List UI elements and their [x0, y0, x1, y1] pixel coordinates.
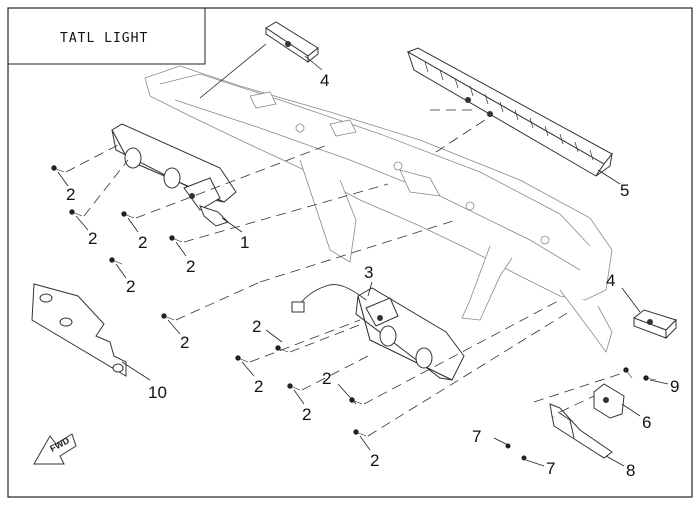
- diagram-title: TATL LIGHT: [60, 31, 148, 46]
- callout-2: 2: [252, 317, 261, 336]
- callout-7: 7: [472, 427, 481, 446]
- callout-labels: 4 5 2 2 2 2 1 2 2 3 4 2 2 2 2 9 10 6 7 7…: [66, 71, 679, 480]
- reflector-top: [199, 21, 323, 99]
- title-box: TATL LIGHT: [8, 8, 206, 65]
- callout-2: 2: [254, 377, 263, 396]
- callout-2: 2: [302, 405, 311, 424]
- callout-1: 1: [240, 233, 249, 252]
- light-bar: [406, 47, 621, 185]
- wire-harness: [299, 284, 367, 305]
- screw-leaders: [57, 171, 669, 467]
- callout-2: 2: [126, 277, 135, 296]
- rear-frame: [144, 65, 613, 353]
- callout-9: 9: [670, 377, 679, 396]
- tail-light-right: [291, 281, 465, 381]
- diagram-frame: [7, 7, 693, 498]
- leader-1: [221, 217, 243, 233]
- callout-4: 4: [320, 71, 329, 90]
- forward-arrow: FWD: [33, 433, 77, 465]
- reflector-right: [621, 287, 677, 340]
- leader-5: [597, 169, 621, 185]
- protective-sheet: [31, 283, 151, 381]
- callout-6: 6: [642, 413, 651, 432]
- callout-8: 8: [626, 461, 635, 480]
- callout-2: 2: [180, 333, 189, 352]
- connector: [291, 301, 305, 313]
- callout-2: 2: [88, 229, 97, 248]
- leader-3: [367, 281, 373, 297]
- callout-2: 2: [186, 257, 195, 276]
- callout-4: 4: [606, 271, 615, 290]
- tail-light-left: [111, 123, 243, 233]
- leader-6: [621, 403, 641, 417]
- callout-10: 10: [148, 383, 167, 402]
- callout-2: 2: [322, 369, 331, 388]
- leader-4a: [304, 55, 323, 71]
- assembly-lines: [65, 109, 627, 437]
- callout-7: 7: [546, 459, 555, 478]
- callout-2: 2: [370, 451, 379, 470]
- callout-2: 2: [66, 185, 75, 204]
- callout-3: 3: [364, 263, 373, 282]
- callout-2: 2: [138, 233, 147, 252]
- screws: [51, 165, 657, 461]
- leader-10: [121, 361, 151, 381]
- leader-8: [605, 455, 625, 467]
- license-light: [593, 383, 641, 419]
- leader-4b: [621, 287, 641, 313]
- callout-5: 5: [620, 181, 629, 200]
- license-bracket: [549, 403, 625, 467]
